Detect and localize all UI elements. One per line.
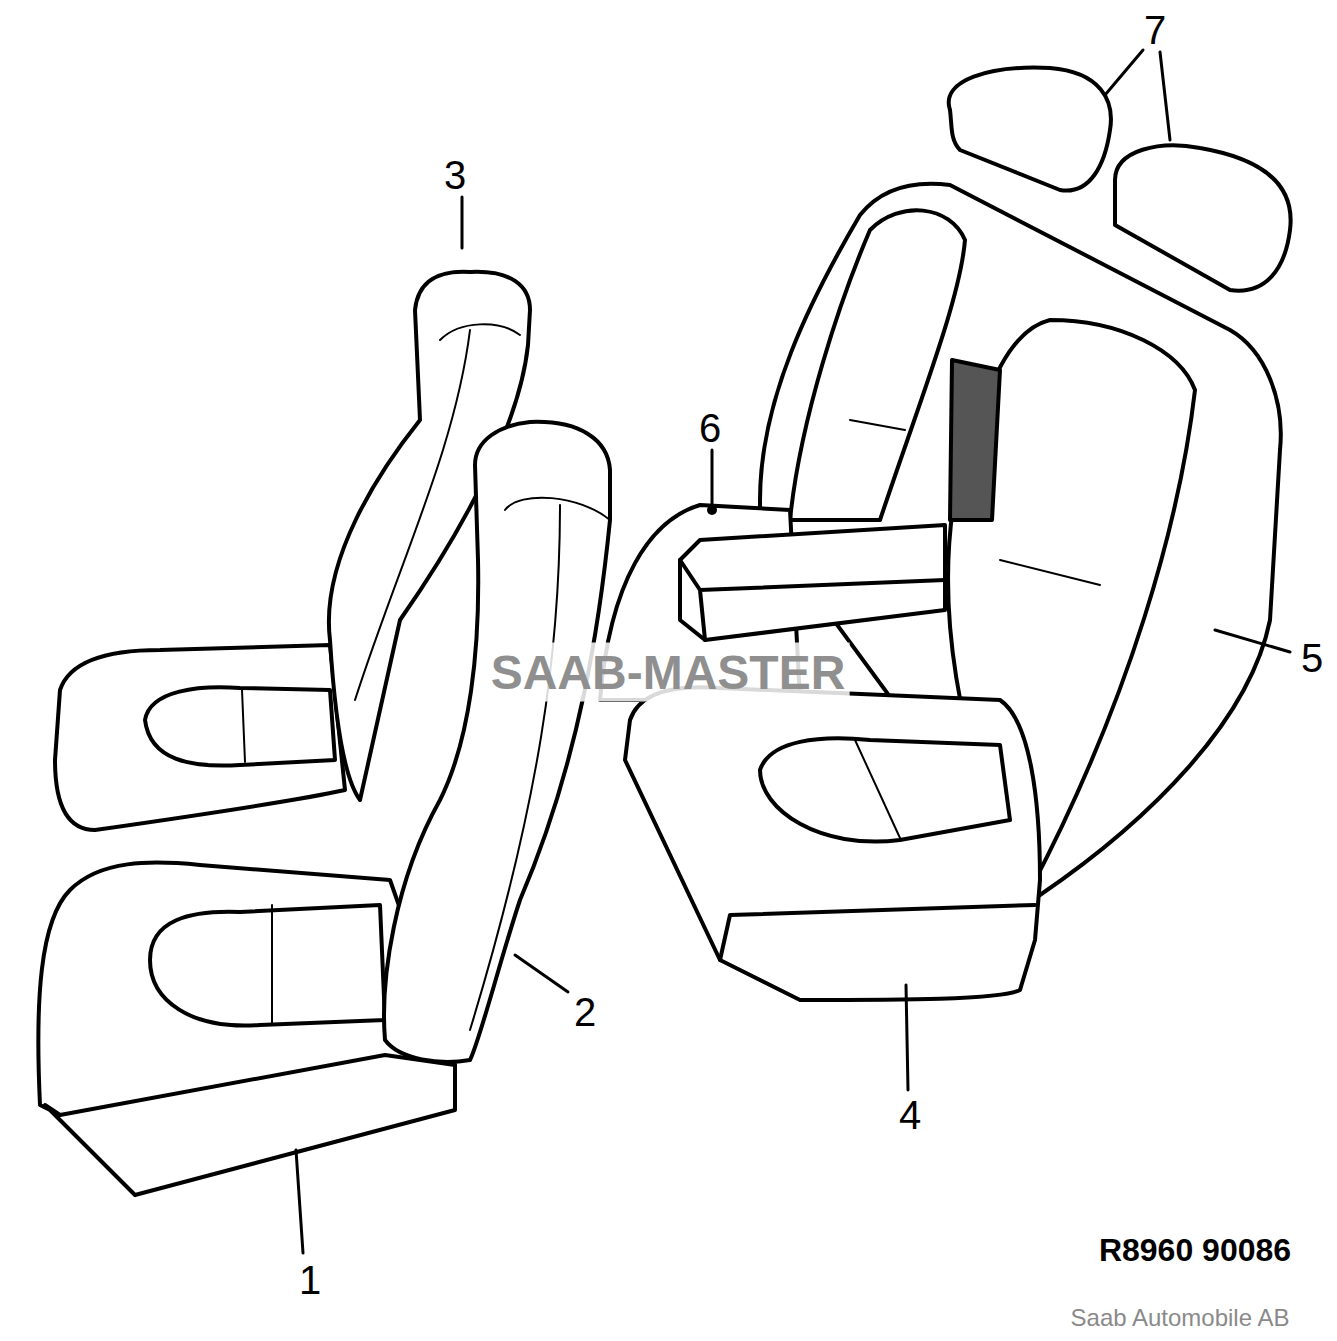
- rear-cushion: [625, 687, 1040, 1000]
- drawing-number: R8960 90086: [1095, 1230, 1295, 1271]
- callout-number: 7: [1140, 6, 1170, 55]
- cushion-top: [45, 1055, 455, 1115]
- cushion-panel: [150, 905, 385, 1026]
- leader-line: [906, 985, 908, 1090]
- cushion-panel: [760, 738, 1010, 841]
- callout-number: 2: [570, 988, 600, 1037]
- seam: [271, 905, 273, 1023]
- callout-number: 5: [1297, 634, 1327, 683]
- seam: [855, 740, 900, 838]
- leader-line: [1105, 50, 1143, 95]
- leader-line: [711, 450, 714, 505]
- leader-line: [515, 955, 568, 992]
- callout-number: 4: [895, 1091, 925, 1140]
- cushion-top: [720, 905, 1035, 960]
- leader-dot: [707, 505, 717, 515]
- seat-belt: [950, 360, 1000, 520]
- seam: [242, 690, 245, 762]
- cushion-panel: [145, 687, 335, 765]
- leader-line: [296, 1150, 303, 1253]
- armrest: [680, 525, 945, 640]
- leader-line: [461, 197, 464, 248]
- backrest: [384, 422, 610, 1062]
- headrest: [949, 68, 1111, 191]
- leader-line: [1160, 52, 1170, 140]
- seam: [470, 498, 610, 1030]
- leader-line: [1215, 630, 1290, 652]
- copyright-note: Saab Automobile AB: [1067, 1302, 1294, 1334]
- watermark: SAAB-MASTER: [487, 643, 850, 702]
- backrest-panel: [790, 210, 965, 520]
- callout-number: 3: [440, 151, 470, 200]
- callout-number: 1: [295, 1256, 325, 1305]
- headrest: [1115, 145, 1291, 290]
- seat-cushion: [55, 645, 345, 830]
- armrest-edge: [680, 560, 945, 640]
- callout-number: 6: [695, 404, 725, 453]
